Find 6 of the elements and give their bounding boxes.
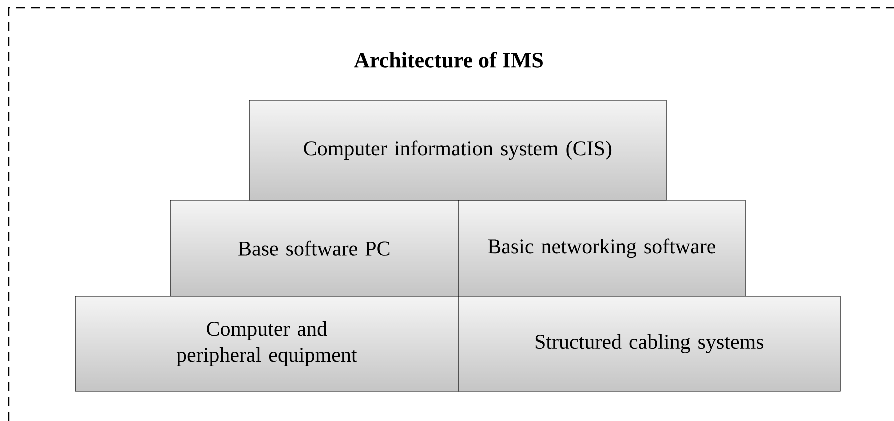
layer-box: Basic networking software: [458, 200, 746, 297]
layer-box: Computer information system (CIS): [249, 100, 667, 201]
layer-box: Computer and peripheral equipment: [75, 296, 459, 392]
title: Architecture of IMS: [354, 52, 543, 68]
layer-box: Base software PC: [170, 200, 459, 297]
layer-box: Structured cabling systems: [458, 296, 841, 392]
